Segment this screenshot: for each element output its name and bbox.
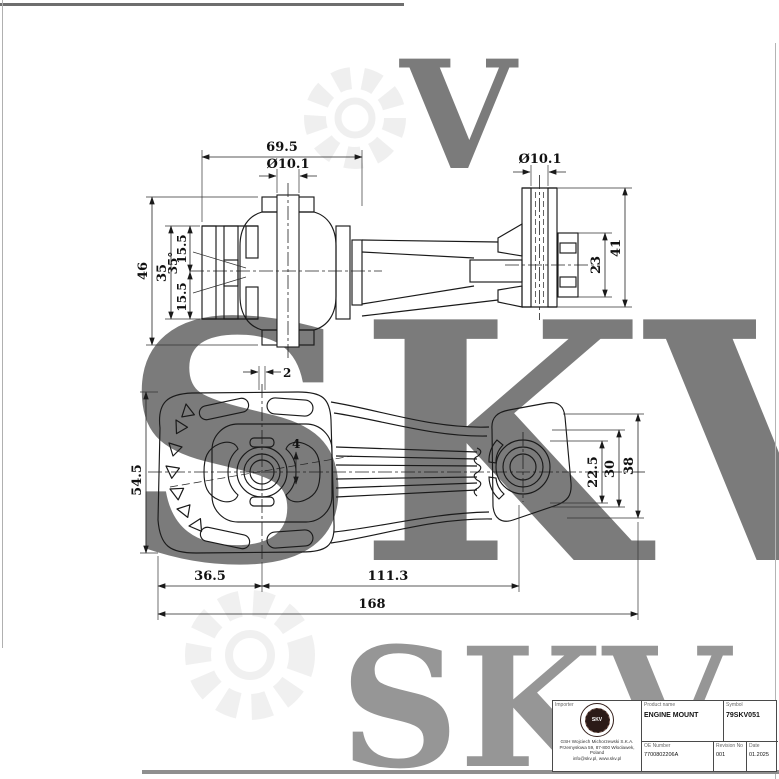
watermark-gear2-icon <box>185 590 315 720</box>
date-value: 01.2025 <box>749 752 769 758</box>
company-line1: GSH Wojciech Michorzewski S.K.A. <box>560 739 634 744</box>
symbol-value: 79SKV051 <box>726 712 760 719</box>
dim-thickness-top: 15.5 <box>175 234 189 263</box>
oe-number-label: OE Number <box>644 743 671 749</box>
watermark-gear2-hub <box>225 630 275 680</box>
oe-number-value: 7700802206A <box>644 752 679 758</box>
product-name-cell: Product name ENGINE MOUNT <box>641 701 723 741</box>
dim-height-41: 41 <box>609 239 624 257</box>
date-cell: Date 01.2025 <box>746 741 778 771</box>
page-border-left <box>2 0 3 648</box>
title-block: Importer SKV GSH Wojciech Michorzewski S… <box>552 700 778 772</box>
product-name-label: Product name <box>644 702 676 708</box>
plan-view: 2 4 54.5 22.5 30 38 36.5 111.3 168 <box>130 366 648 620</box>
dim-height-30: 30 <box>603 460 618 478</box>
watermark-gear-hub <box>334 97 376 139</box>
dim-bore-right: Ø10.1 <box>519 152 562 167</box>
page-border-right <box>775 43 776 779</box>
company-line2: Przemysłowa 59, 87-800 Włocławek, Poland <box>559 744 635 756</box>
dim-height-22-5: 22.5 <box>586 456 601 488</box>
importer-cell: Importer SKV GSH Wojciech Michorzewski S… <box>553 701 641 771</box>
skv-logo-text: SKV <box>584 707 610 733</box>
skv-logo-icon: SKV <box>580 703 614 737</box>
dim-bore-left: Ø10.1 <box>267 157 310 172</box>
symbol-label: Symbol <box>726 702 743 708</box>
dim-width-69-5: 69.5 <box>266 140 298 155</box>
product-name-value: ENGINE MOUNT <box>644 712 699 719</box>
side-section-view: 69.5 Ø10.1 46 35 15.5 35° 15.5 Ø10.1 <box>136 140 632 359</box>
lightening-holes <box>165 403 203 532</box>
dim-height-46: 46 <box>136 262 151 280</box>
oe-number-cell: OE Number 7700802206A <box>641 741 713 771</box>
dim-offset-2: 2 <box>283 366 291 380</box>
importer-label: Importer <box>555 702 574 708</box>
dim-offset-4: 4 <box>292 437 300 451</box>
dim-width-36-5: 36.5 <box>194 569 226 584</box>
watermark-letter: V <box>399 28 519 204</box>
symbol-cell: Symbol 79SKV051 <box>723 701 778 741</box>
revision-value: 001 <box>716 752 726 758</box>
page-border-bottom <box>142 770 779 774</box>
dim-height-54-5: 54.5 <box>130 464 145 496</box>
dim-height-38: 38 <box>622 457 637 475</box>
dim-thickness-bottom: 15.5 <box>175 282 189 311</box>
watermark-gear-icon <box>304 67 406 169</box>
dim-angle-35: 35° <box>166 252 180 275</box>
dim-width-111-3: 111.3 <box>368 569 409 584</box>
page-border-top <box>0 3 404 6</box>
skv-watermark: V SKV SKV <box>120 28 779 779</box>
watermark-brand: SKV <box>120 250 779 638</box>
company-line3: info@skv.pl, www.skv.pl <box>572 755 622 761</box>
dim-height-35: 35 <box>155 264 170 282</box>
revision-label: Revision No <box>716 743 743 749</box>
revision-cell: Revision No 001 <box>713 741 746 771</box>
date-label: Date <box>749 743 760 749</box>
dim-height-23: 23 <box>589 256 604 274</box>
dim-width-168: 168 <box>358 597 385 612</box>
